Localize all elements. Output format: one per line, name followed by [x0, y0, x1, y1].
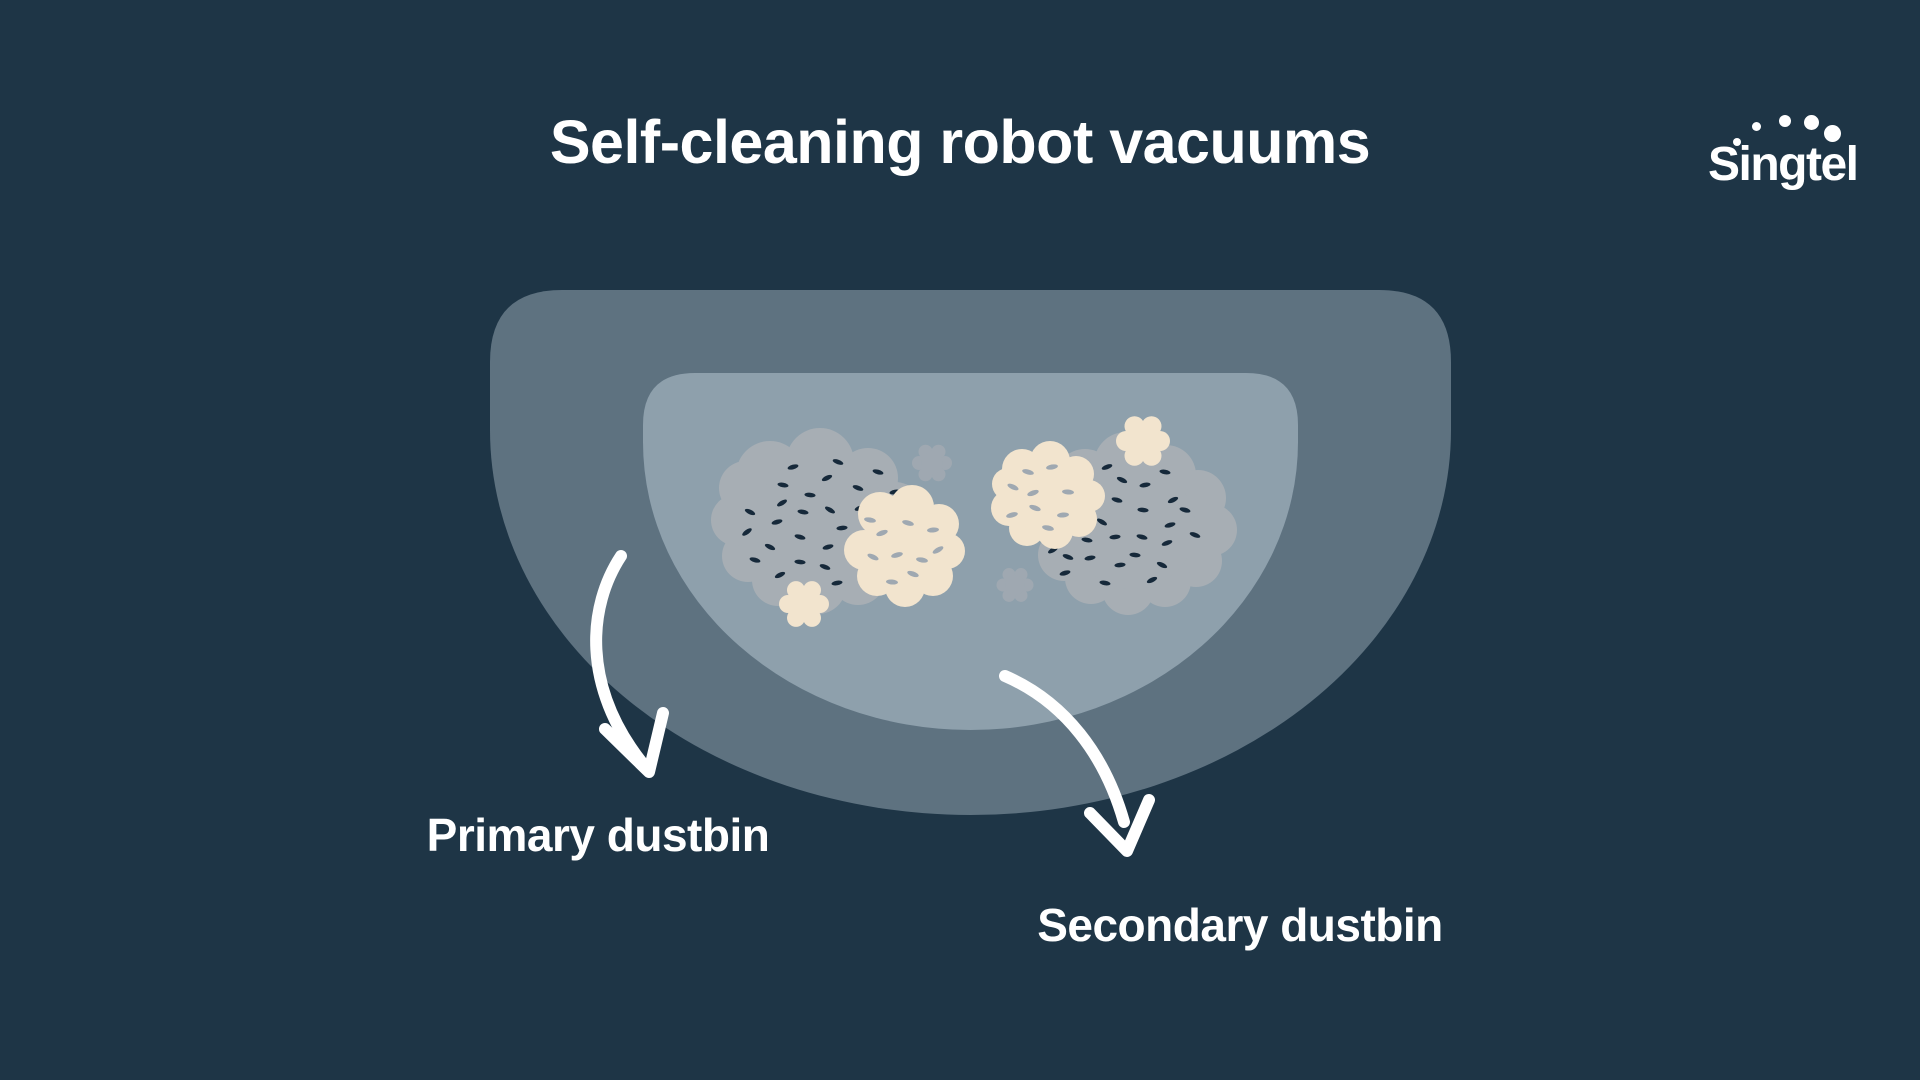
dust-cloud-cream: [991, 441, 1105, 549]
dust-cloud-cream: [844, 485, 965, 607]
dust-specks: [1006, 464, 1074, 531]
singtel-logo-dot: [1804, 115, 1819, 130]
singtel-logo-dot: [1733, 138, 1741, 146]
singtel-logo: Singtel: [1700, 103, 1890, 198]
dust-specks: [864, 517, 944, 585]
singtel-logo-text: Singtel: [1708, 138, 1859, 191]
arrow-to-primary-dustbin: [590, 550, 669, 778]
page-title: Self-cleaning robot vacuums: [549, 108, 1371, 176]
singtel-logo-dot: [1779, 115, 1791, 127]
dust-clouds: [711, 416, 1237, 627]
dust-puff-cream: [1116, 416, 1170, 466]
singtel-logo-dot: [1752, 122, 1761, 131]
dust-puff-gray: [912, 444, 952, 482]
label-secondary-dustbin: Secondary dustbin: [1037, 899, 1443, 951]
dust-specks: [742, 459, 901, 586]
label-primary-dustbin: Primary dustbin: [426, 809, 770, 861]
singtel-logo-dot: [1824, 125, 1841, 142]
dust-puff-gray: [996, 568, 1034, 602]
arrow-to-secondary-dustbin: [999, 670, 1155, 857]
dust-puff-cream: [779, 581, 829, 627]
